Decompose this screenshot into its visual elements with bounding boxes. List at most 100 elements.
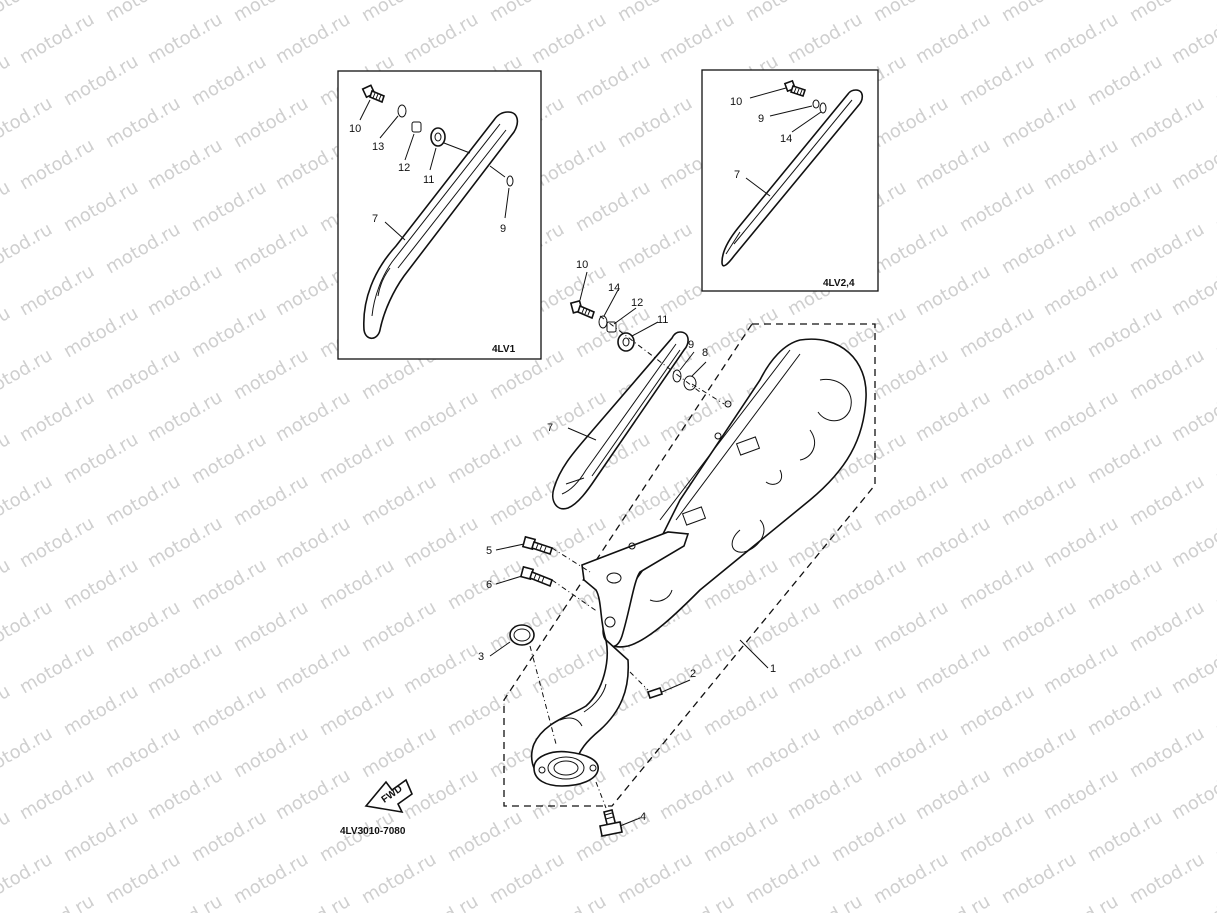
callout-7-main: 7 [547, 422, 553, 434]
watermark-text: motod.ru [742, 597, 824, 656]
watermark-text: motod.ru [784, 639, 866, 698]
watermark-text: motod.ru [784, 9, 866, 68]
watermark-text: motod.ru [1212, 807, 1217, 866]
callout-14-4lv2-4: 14 [780, 133, 792, 145]
watermark-text: motod.ru [912, 513, 994, 572]
watermark-text: motod.ru [1168, 387, 1217, 446]
watermark-text: motod.ru [912, 261, 994, 320]
washer-4lv1 [397, 104, 407, 118]
watermark-text: motod.ru [144, 639, 226, 698]
fwd-arrow-icon: FWD [364, 778, 413, 814]
watermark-text: motod.ru [486, 849, 568, 908]
callout-11-4lv1: 11 [423, 174, 434, 186]
watermark-text: motod.ru [188, 681, 270, 740]
heat-guard-4lv1 [363, 111, 519, 340]
watermark-text: motod.ru [1126, 849, 1208, 908]
watermark-text: motod.ru [956, 807, 1038, 866]
watermark-text: motod.ru [1212, 303, 1217, 362]
watermark-text: motod.ru [572, 51, 654, 110]
watermark-text: motod.ru [358, 849, 440, 908]
washer-8-main [683, 375, 697, 391]
muffler [602, 338, 867, 648]
watermark-text: motod.ru [16, 9, 98, 68]
heat-guard-main [552, 331, 689, 510]
watermark-text: motod.ru [230, 597, 312, 656]
watermark-text: motod.ru [1126, 471, 1208, 530]
watermark-text: motod.ru [870, 723, 952, 782]
watermark-text: motod.ru [60, 51, 142, 110]
callout-9-main: 9 [688, 339, 694, 351]
watermark-text: motod.ru [0, 723, 56, 782]
watermark-text: motod.ru [700, 681, 782, 740]
watermark-text: motod.ru [0, 219, 56, 278]
watermark-text: motod.ru [102, 0, 184, 26]
watermark-text: motod.ru [188, 303, 270, 362]
watermark-text: motod.ru [1168, 261, 1217, 320]
watermark-text: motod.ru [656, 765, 738, 824]
watermark-text: motod.ru [0, 429, 14, 488]
watermark-text: motod.ru [230, 471, 312, 530]
heat-guard-4lv2-4 [721, 89, 864, 267]
watermark-text: motod.ru [144, 513, 226, 572]
callout-2: 2 [690, 668, 696, 680]
watermark-text: motod.ru [272, 891, 354, 913]
watermark-text: motod.ru [912, 9, 994, 68]
watermark-text: motod.ru [1084, 177, 1166, 236]
watermark-text: motod.ru [528, 9, 610, 68]
watermark-text: motod.ru [998, 93, 1080, 152]
callout-12-4lv1: 12 [398, 162, 410, 174]
watermark-text: motod.ru [102, 93, 184, 152]
watermark-text: motod.ru [1126, 597, 1208, 656]
watermark-text: motod.ru [0, 681, 14, 740]
watermark-text: motod.ru [700, 807, 782, 866]
mounting-bracket [581, 531, 690, 648]
watermark-text: motod.ru [784, 765, 866, 824]
watermark-text: motod.ru [144, 9, 226, 68]
watermark-text: motod.ru [16, 261, 98, 320]
watermark-text: motod.ru [528, 891, 610, 913]
bolt-10-main [569, 299, 595, 320]
watermark-text: motod.ru [784, 891, 866, 913]
watermark-text: motod.ru [144, 765, 226, 824]
watermark-text: motod.ru [358, 0, 440, 26]
watermark-text: motod.ru [358, 471, 440, 530]
watermark-text: motod.ru [956, 429, 1038, 488]
watermark-text: motod.ru [486, 0, 568, 26]
watermark-text: motod.ru [16, 765, 98, 824]
watermark-text: motod.ru [912, 639, 994, 698]
callout-12-main: 12 [631, 297, 643, 309]
watermark-text: motod.ru [358, 597, 440, 656]
watermark-text: motod.ru [60, 807, 142, 866]
watermark-text: motod.ru [1126, 723, 1208, 782]
watermark-text: motod.ru [60, 681, 142, 740]
washer-14-main [598, 315, 608, 329]
gasket-3 [509, 624, 535, 646]
collar-12-main [606, 321, 617, 333]
callout-3: 3 [478, 651, 484, 663]
watermark-text: motod.ru [1126, 345, 1208, 404]
watermark-text: motod.ru [614, 219, 696, 278]
watermark-text: motod.ru [1040, 135, 1122, 194]
watermark-text: motod.ru [188, 429, 270, 488]
bolt-5 [521, 535, 554, 556]
watermark-text: motod.ru [998, 597, 1080, 656]
watermark-text: motod.ru [16, 891, 98, 913]
callout-1: 1 [770, 663, 776, 675]
watermark-text: motod.ru [400, 891, 482, 913]
watermark-text: motod.ru [144, 387, 226, 446]
callout-7-4lv2-4: 7 [734, 169, 740, 181]
callout-14-main: 14 [608, 282, 620, 294]
watermark-text: motod.ru [102, 849, 184, 908]
diagram-code: 4LV3010-7080 [340, 826, 406, 837]
watermark-text: motod.ru [1040, 9, 1122, 68]
watermark-text: motod.ru [0, 555, 14, 614]
watermark-text: motod.ru [1168, 765, 1217, 824]
watermark-text: motod.ru [656, 9, 738, 68]
inset-code-4lv1: 4LV1 [492, 344, 516, 355]
watermark-text: motod.ru [828, 555, 910, 614]
inset-4lv1: 10 13 12 11 9 7 4LV1 [337, 70, 542, 360]
watermark-text: motod.ru [614, 93, 696, 152]
watermark-text: motod.ru [870, 597, 952, 656]
watermark-text: motod.ru [998, 0, 1080, 26]
